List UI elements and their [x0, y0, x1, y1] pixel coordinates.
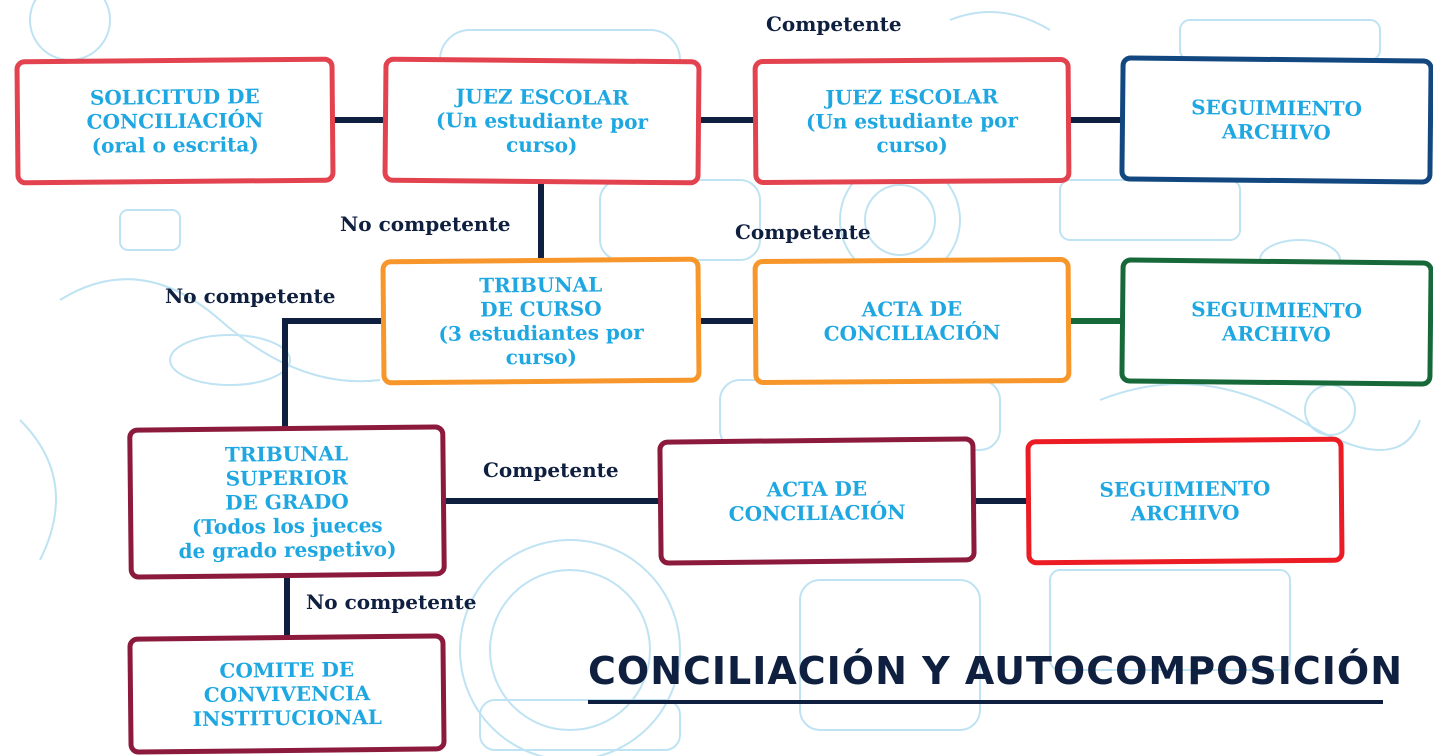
seguimiento-archivo-box-1: SEGUIMIENTO ARCHIVO	[1119, 55, 1433, 185]
label-no-competente-1: No competente	[340, 212, 511, 236]
seguimiento-archivo-box-3: SEGUIMIENTO ARCHIVO	[1025, 436, 1345, 566]
comite-convivencia-box: COMITE DE CONVIVENCIA INSTITUCIONAL	[127, 633, 447, 755]
tribunal-superior-box: TRIBUNAL SUPERIOR DE GRADO (Todos los ju…	[127, 424, 447, 580]
label-no-competente-3: No competente	[306, 590, 477, 614]
acta-conciliacion-box-1: ACTA DE CONCILIACIÓN	[752, 256, 1072, 386]
label-competente-2: Competente	[735, 220, 871, 244]
label-competente-3: Competente	[483, 458, 619, 482]
label-competente-1: Competente	[766, 12, 902, 36]
title-underline	[588, 700, 1383, 704]
seguimiento-archivo-box-2: SEGUIMIENTO ARCHIVO	[1119, 257, 1433, 387]
acta-conciliacion-box-2: ACTA DE CONCILIACIÓN	[657, 436, 977, 566]
page-title: CONCILIACIÓN Y AUTOCOMPOSICIÓN	[588, 649, 1404, 693]
tribunal-de-curso-box: TRIBUNAL DE CURSO (3 estudiantes por cur…	[380, 256, 702, 386]
juez-escolar-box-2: JUEZ ESCOLAR (Un estudiante por curso)	[752, 56, 1072, 186]
juez-escolar-box-1: JUEZ ESCOLAR (Un estudiante por curso)	[382, 56, 702, 186]
solicitud-box: SOLICITUD DE CONCILIACIÓN (oral o escrit…	[14, 56, 336, 186]
label-no-competente-2: No competente	[165, 284, 336, 308]
connector-tribunal-curso-superior	[282, 318, 383, 428]
